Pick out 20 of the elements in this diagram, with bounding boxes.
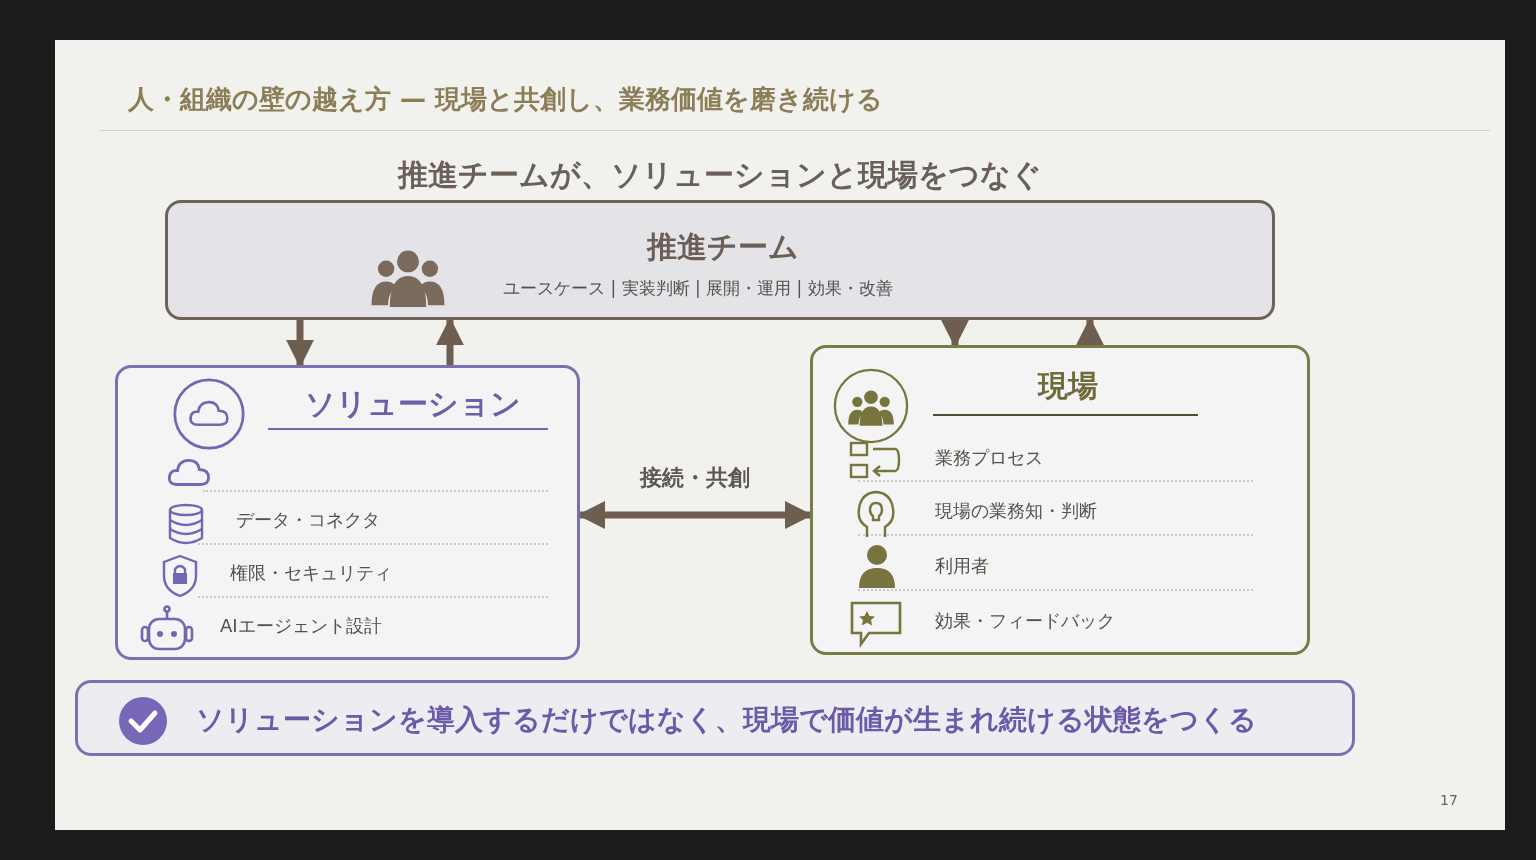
box-heading: 推進チーム xyxy=(645,228,800,266)
item-text: 効果・フィードバック xyxy=(935,609,1115,633)
panel-heading: 現場 xyxy=(1036,367,1099,405)
item-text: データ・コネクタ xyxy=(236,508,380,532)
item-text: 権限・セキュリティ xyxy=(230,561,392,585)
edge-label: 接続・共創 xyxy=(595,463,795,493)
item-text: AIエージェント設計 xyxy=(220,614,382,638)
team-box xyxy=(165,200,1275,320)
message-banner xyxy=(75,680,1355,756)
slide-title: 人・組織の壁の越え方 — 現場と共創し、業務価値を磨き続ける xyxy=(128,83,884,116)
subtitle: 推進チームが、ソリューションと現場をつなぐ xyxy=(396,156,1043,194)
item-text: 業務プロセス xyxy=(935,446,1043,470)
item-text: 利用者 xyxy=(935,554,989,578)
key-message: ソリューションを導入するだけではなく、現場で価値が生まれ続ける状態をつくる xyxy=(196,702,1257,738)
solution-panel xyxy=(115,365,580,660)
task-list: ユースケース | 実装判断 | 展開・運用 | 効果・改善 xyxy=(503,277,893,300)
panel-heading: ソリューション xyxy=(304,385,522,423)
item-text: 現場の業務知・判断 xyxy=(935,499,1097,523)
page-number: 17 xyxy=(1440,792,1458,808)
field-panel xyxy=(810,345,1310,655)
